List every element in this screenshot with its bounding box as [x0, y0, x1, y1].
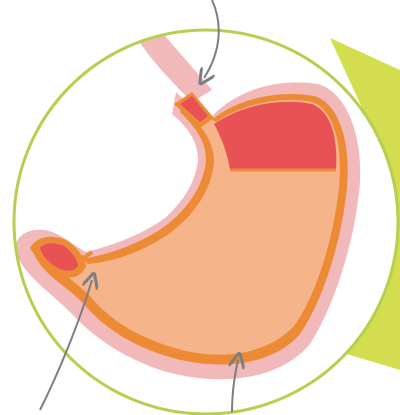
- diagram-canvas: [0, 0, 400, 415]
- stomach-diagram: [0, 0, 400, 415]
